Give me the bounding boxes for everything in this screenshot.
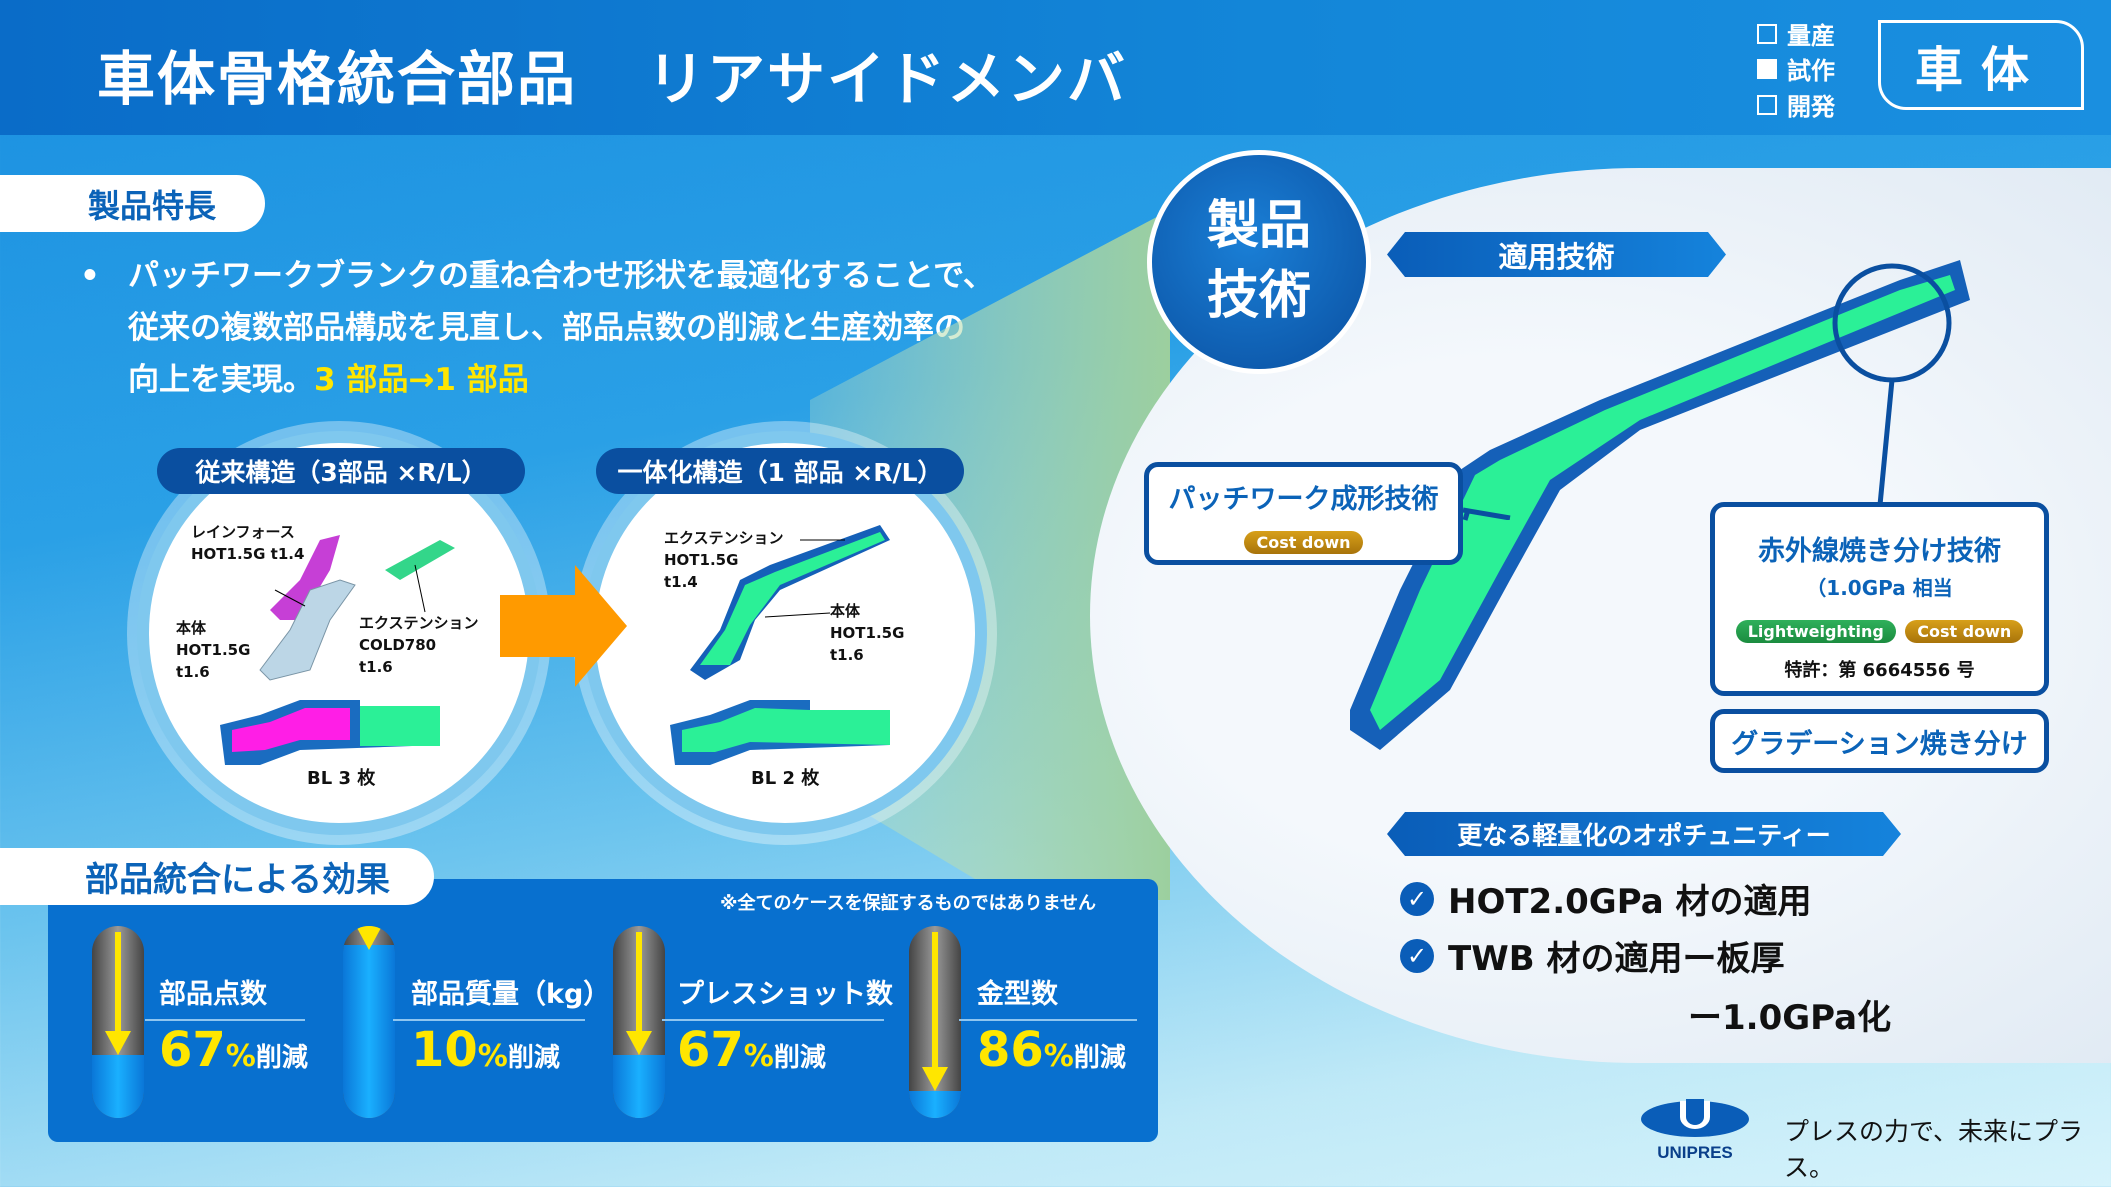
before-blank-count: BL 3 枚 bbox=[307, 768, 376, 789]
opportunity-item-continuation: ー1.0GPa化 bbox=[1688, 998, 1892, 1038]
arrow-down-icon bbox=[636, 932, 642, 1033]
reduction-bar bbox=[909, 926, 961, 1118]
category-badge: 車体 bbox=[1878, 20, 2084, 110]
company-tagline: プレスの力で、未来にプラス。 bbox=[1784, 1117, 2084, 1182]
product-technology-circle: 製品技術 bbox=[1147, 150, 1371, 374]
checkbox-icon bbox=[1757, 23, 1777, 44]
opportunity-item: ✓HOT2.0GPa 材の適用 bbox=[1400, 874, 1811, 923]
arrow-head-icon bbox=[626, 1030, 652, 1055]
reduction-bar bbox=[613, 926, 665, 1118]
cost-down-tag: Cost down bbox=[1244, 531, 1363, 554]
patent-number: 特許：第 6664556 号 bbox=[1784, 660, 1975, 681]
disclaimer-note: ※全てのケースを保証するものではありません bbox=[720, 893, 1097, 914]
features-heading: 製品特長 bbox=[0, 175, 265, 232]
metric-value: 67%削減 bbox=[159, 1022, 308, 1078]
applied-technology-banner: 適用技術 bbox=[1387, 232, 1726, 277]
arrow-head-icon bbox=[356, 926, 382, 950]
after-part-illustration bbox=[690, 525, 890, 680]
page-title: 車体骨格統合部品リアサイドメンバ bbox=[97, 45, 1128, 113]
divider bbox=[145, 1019, 305, 1021]
effects-heading: 部品統合による効果 bbox=[0, 848, 434, 905]
remaining-fill bbox=[343, 945, 395, 1118]
opportunity-banner: 更なる軽量化のオポチュニティー bbox=[1387, 812, 1901, 856]
stage-mass-production: 量産 bbox=[1757, 16, 1835, 51]
divider bbox=[959, 1019, 1137, 1021]
logo-mark-icon bbox=[1641, 1099, 1749, 1137]
checkbox-icon bbox=[1757, 94, 1777, 115]
divider bbox=[662, 1019, 884, 1021]
divider bbox=[393, 1019, 585, 1021]
metric-value: 67%削減 bbox=[677, 1022, 826, 1078]
arrow-head-icon bbox=[922, 1067, 948, 1092]
highlight: 3 部品→1 部品 bbox=[314, 362, 529, 398]
check-icon: ✓ bbox=[1400, 938, 1434, 973]
metric-label: 金型数 bbox=[977, 979, 1058, 1010]
cost-down-tag: Cost down bbox=[1905, 620, 2024, 643]
arrow-head-icon bbox=[105, 1030, 131, 1055]
metric-label: 部品質量（kg） bbox=[411, 979, 611, 1010]
check-icon: ✓ bbox=[1400, 881, 1434, 916]
stage-development: 開発 bbox=[1757, 87, 1835, 122]
arrow-down-icon bbox=[932, 932, 938, 1070]
arrow-right-icon bbox=[500, 565, 627, 687]
metric-value: 86%削減 bbox=[977, 1022, 1126, 1078]
opportunity-item: ✓TWB 材の適用ー板厚 bbox=[1400, 931, 1784, 980]
metric-label: 部品点数 bbox=[159, 979, 267, 1010]
bullet-icon: • bbox=[80, 258, 100, 294]
callout-lines bbox=[1462, 263, 1952, 520]
reduction-bar bbox=[343, 926, 395, 1118]
before-blank-layout bbox=[220, 700, 440, 765]
remaining-fill bbox=[613, 1054, 665, 1118]
remaining-fill bbox=[909, 1091, 961, 1118]
after-structure-label: 一体化構造（1 部品 ×R/L） bbox=[596, 448, 964, 494]
remaining-fill bbox=[92, 1054, 144, 1118]
before-parts-illustration bbox=[259, 535, 455, 681]
features-text: • パッチワークブランクの重ね合わせ形状を最適化することで、従来の複数部品構成を… bbox=[80, 250, 994, 406]
gradation-technology-box: グラデーション焼き分け bbox=[1710, 709, 2049, 773]
metric-label: プレスショット数 bbox=[677, 979, 893, 1010]
before-structure-label: 従来構造（3部品 ×R/L） bbox=[157, 448, 525, 494]
lightweighting-tag: Lightweighting bbox=[1735, 620, 1896, 643]
stage-prototype: 試作 bbox=[1757, 51, 1835, 86]
metric-value: 10%削減 bbox=[411, 1022, 560, 1078]
reduction-bar bbox=[92, 926, 144, 1118]
after-blank-count: BL 2 枚 bbox=[751, 768, 820, 789]
effects-panel bbox=[48, 879, 1158, 1142]
unipres-logo: UNIPRES bbox=[1640, 1095, 1750, 1163]
after-blank-layout bbox=[670, 700, 890, 765]
checkbox-checked-icon bbox=[1757, 58, 1777, 79]
arrow-down-icon bbox=[115, 932, 121, 1033]
